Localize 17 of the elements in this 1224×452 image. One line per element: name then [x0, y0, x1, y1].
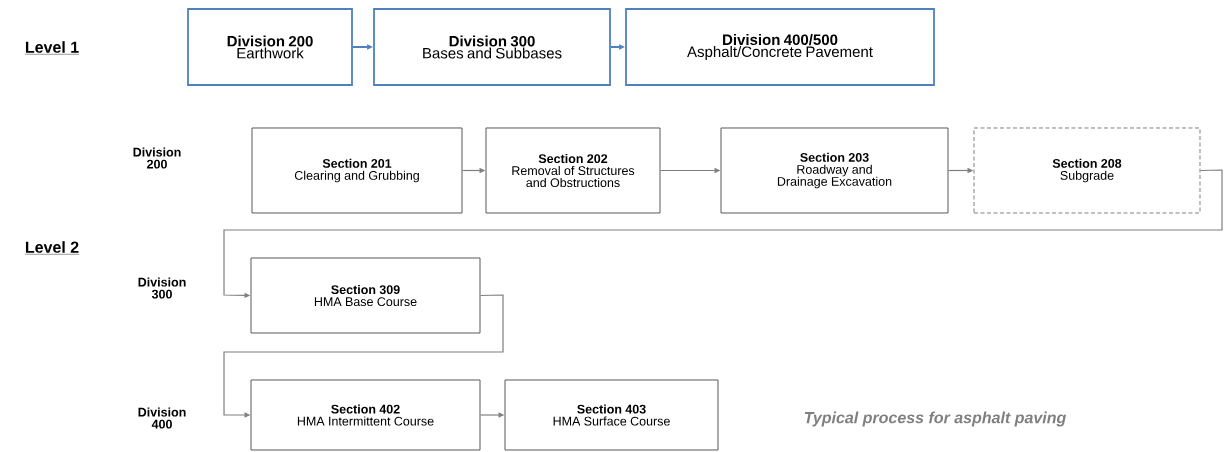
division-box: Division 400/500 Asphalt/Concrete Pavement	[625, 8, 935, 86]
level-label: Level 2	[24, 241, 80, 255]
arrow	[223, 294, 504, 418]
section-box: Section 403 HMA Surface Course	[504, 379, 719, 451]
row-label: Division 200	[133, 147, 181, 169]
section-box: Section 201 Clearing and Grubbing	[251, 127, 463, 214]
division-box: Division 300 Bases and Subbases	[373, 8, 611, 86]
section-box: Section 208 Subgrade	[973, 127, 1201, 214]
section-box: Section 402 HMA Intermittent Course	[250, 379, 481, 451]
row-label: Division 400	[138, 407, 186, 429]
section-box: Section 203 Roadway and Drainage Excavation	[720, 127, 949, 214]
section-box: Section 202 Removal of Structures and Obstructions	[485, 127, 661, 214]
level-label: Level 1	[24, 41, 80, 55]
caption: Typical process for asphalt paving	[804, 411, 1066, 427]
row-label: Division 300	[138, 277, 186, 299]
division-box: Division 200 Earthwork	[187, 8, 353, 86]
section-box: Section 309 HMA Base Course	[250, 257, 481, 334]
